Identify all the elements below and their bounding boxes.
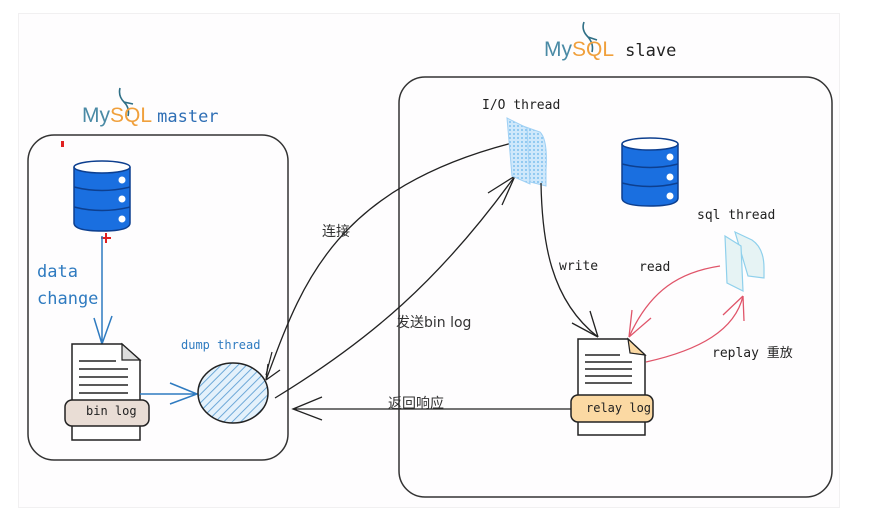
data-change-label-line2: change [37,289,99,309]
send-binlog-edge [274,175,516,399]
relaylog-label: relay log [586,401,652,415]
sql-thread-label: sql thread [697,208,776,223]
mysql-dolphin-icon-master [118,87,134,117]
write-edge [540,182,599,338]
brand-my: My [82,104,110,127]
return-response-edge [291,396,573,421]
binlog-document-icon [64,342,150,441]
slave-database-icon [621,137,679,207]
diagram-canvas [18,13,840,508]
read-label: read [639,260,671,275]
replay-label: replay 重放 [712,346,793,361]
binlog-to-dump-arrow [140,382,200,405]
slave-role-label: slave [625,41,677,61]
brand-sql: SQL [572,38,615,61]
brand-my: My [544,38,572,61]
connect-edge [265,142,513,381]
binlog-label: bin log [86,404,137,418]
dump-thread-label: dump thread [181,338,261,352]
io-thread-label: I/O thread [482,98,561,113]
dump-thread-icon [197,362,269,424]
connect-label: 连接 [322,224,350,240]
master-title: MySQL master [82,104,219,128]
read-edge [628,265,721,338]
red-marker [61,141,64,147]
send-binlog-label: 发送bin log [396,315,472,331]
write-label: write [559,259,599,274]
master-container [27,134,289,461]
relaylog-document-icon [570,337,654,436]
replay-edge [645,295,744,363]
slave-title: MySQL slave [544,38,676,62]
mysql-dolphin-icon-slave [582,21,598,53]
brand-sql: SQL [110,104,153,127]
sql-thread-icon [724,230,765,292]
return-response-label: 返回响应 [388,396,444,412]
data-change-label-line1: data [37,262,78,282]
master-database-icon [73,160,131,232]
slave-container [398,76,833,498]
master-role-label: master [157,107,219,127]
io-thread-icon [506,117,547,187]
